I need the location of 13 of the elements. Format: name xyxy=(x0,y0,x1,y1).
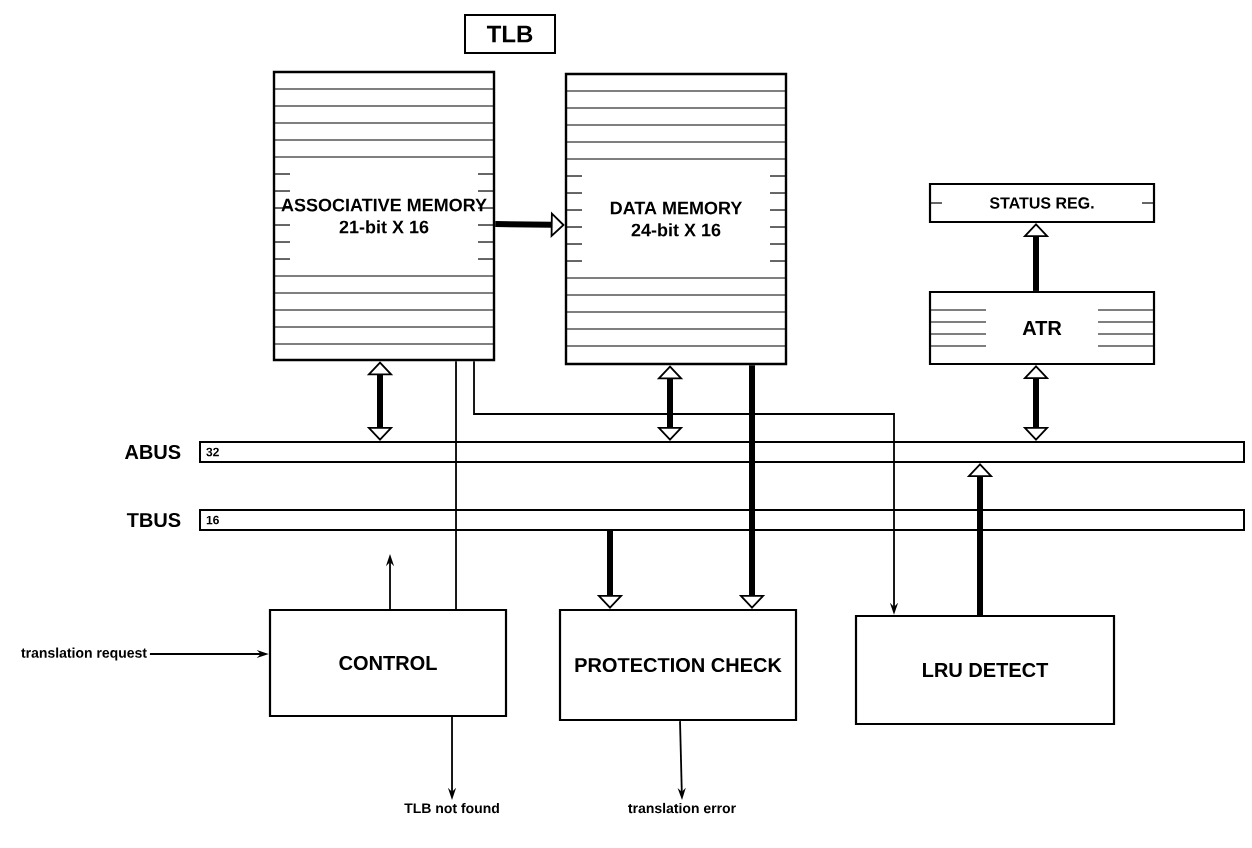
bus-label: ABUS xyxy=(124,444,181,460)
bus-label: TBUS xyxy=(126,512,181,528)
arrow xyxy=(366,361,394,441)
register-box: ATR xyxy=(928,290,1156,366)
block-box: CONTROL xyxy=(268,608,508,718)
arrow xyxy=(1022,365,1050,441)
title-box: TLB xyxy=(464,14,556,54)
memory-array: ASSOCIATIVE MEMORY 21-bit X 16 xyxy=(272,70,496,362)
block-box: LRU DETECT xyxy=(854,614,1116,726)
register-box: STATUS REG. xyxy=(928,182,1156,224)
arrow xyxy=(656,365,684,441)
memory-array: DATA MEMORY 24-bit X 16 xyxy=(564,72,788,366)
block-box: PROTECTION CHECK xyxy=(558,608,798,722)
